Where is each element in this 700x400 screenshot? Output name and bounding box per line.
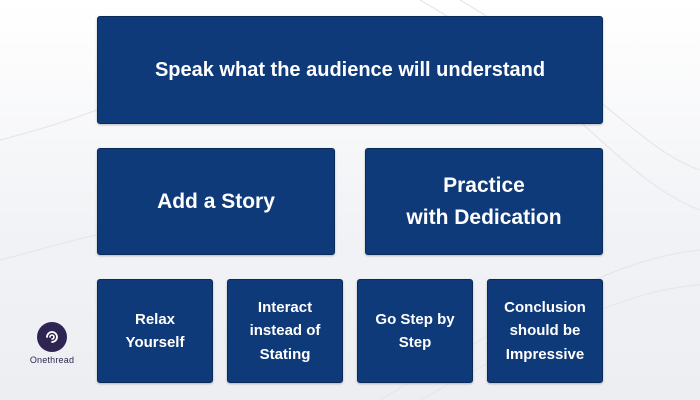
bottom-box-conclusion: Conclusion should be Impressive [487,279,603,383]
logo-glyph-icon [46,331,58,343]
logo-text: Onethread [29,355,75,365]
logo-mark-icon [37,322,67,352]
middle-box-practice: Practice with Dedication [365,148,603,255]
bottom-box-relax: Relax Yourself [97,279,213,383]
middle-box-story: Add a Story [97,148,335,255]
bottom-box-step: Go Step by Step [357,279,473,383]
onethread-logo: Onethread [24,322,80,378]
top-box: Speak what the audience will understand [97,16,603,124]
bottom-box-interact: Interact instead of Stating [227,279,343,383]
